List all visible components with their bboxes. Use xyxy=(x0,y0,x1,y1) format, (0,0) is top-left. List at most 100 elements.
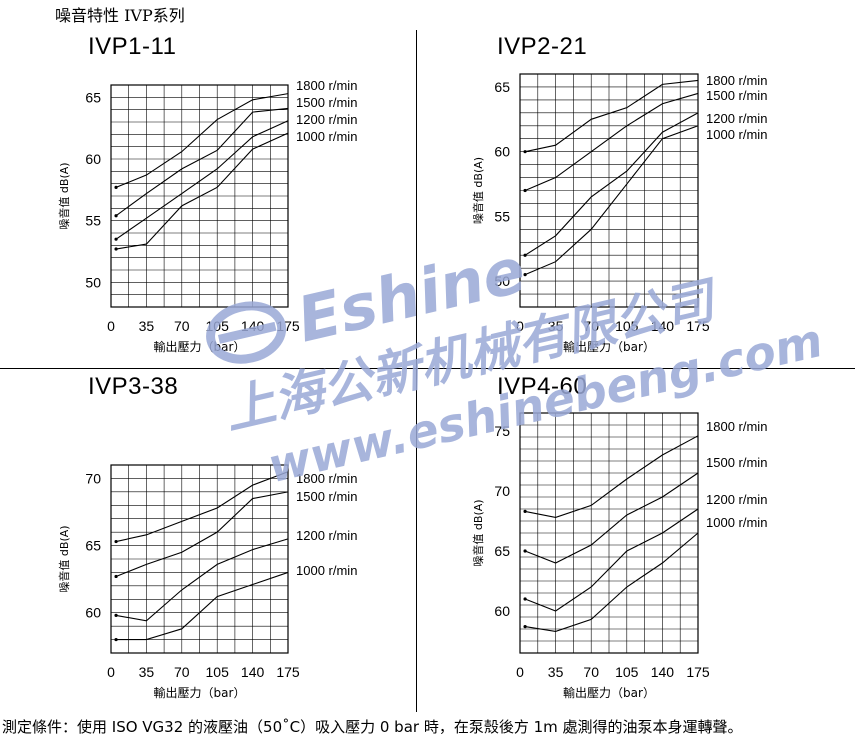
series-start-point xyxy=(523,509,527,513)
series-label: 1800 r/min xyxy=(706,419,767,434)
series-label: 1200 r/min xyxy=(706,492,767,507)
x-axis-label: 輸出壓力（bar） xyxy=(154,685,246,700)
series-label: 1200 r/min xyxy=(706,111,767,126)
y-tick-label: 55 xyxy=(85,213,101,229)
x-tick-label: 140 xyxy=(241,664,265,680)
y-tick-label: 70 xyxy=(494,483,510,499)
x-tick-label: 35 xyxy=(139,318,155,334)
series-line xyxy=(115,491,289,577)
series-label: 1500 r/min xyxy=(706,88,767,103)
y-axis-label: 噪音值 dB(A) xyxy=(471,499,485,566)
series-start-point xyxy=(114,247,118,251)
y-axis-label: 噪音值 dB(A) xyxy=(57,162,71,229)
x-tick-label: 70 xyxy=(583,318,599,334)
y-tick-label: 65 xyxy=(85,538,101,554)
series-line xyxy=(115,471,289,543)
x-tick-label: 70 xyxy=(583,664,599,680)
y-tick-label: 60 xyxy=(85,605,101,621)
series-label: 1800 r/min xyxy=(706,73,767,88)
x-tick-label: 35 xyxy=(548,318,564,334)
series-line xyxy=(115,107,289,217)
y-tick-label: 65 xyxy=(494,543,510,559)
page-title: 噪音特性 IVP系列 xyxy=(55,6,185,25)
x-tick-label: 175 xyxy=(276,664,300,680)
y-tick-label: 50 xyxy=(494,273,510,289)
series-line xyxy=(115,132,289,250)
x-tick-label: 175 xyxy=(686,664,710,680)
series-start-point xyxy=(523,273,527,277)
panel-divider-vertical xyxy=(416,30,417,712)
series-line xyxy=(524,435,699,518)
y-axis-label: 噪音值 dB(A) xyxy=(57,525,71,592)
series-start-point xyxy=(114,539,118,544)
series-start-point xyxy=(114,613,118,618)
series-line xyxy=(115,93,289,188)
chart-title-ivp1-11: IVP1-11 xyxy=(88,33,177,60)
series-line xyxy=(524,472,699,564)
plot-frame xyxy=(110,84,289,308)
y-axis-label: 噪音值 dB(A) xyxy=(471,157,485,224)
series-line xyxy=(524,79,699,153)
series-label: 1000 r/min xyxy=(706,127,767,142)
series-line xyxy=(115,538,289,622)
series-start-point xyxy=(523,253,527,257)
series-start-point xyxy=(114,637,118,642)
x-tick-label: 140 xyxy=(651,664,675,680)
series-label: 1000 r/min xyxy=(706,515,767,530)
grid xyxy=(520,413,698,653)
x-tick-label: 105 xyxy=(615,318,639,334)
grid xyxy=(520,74,698,307)
series-line xyxy=(524,92,699,192)
series-start-point xyxy=(114,237,118,241)
grid xyxy=(111,85,288,307)
x-tick-label: 35 xyxy=(139,664,155,680)
x-tick-label: 0 xyxy=(516,664,524,680)
x-tick-label: 35 xyxy=(548,664,564,680)
series-label: 1000 r/min xyxy=(296,129,357,144)
y-tick-label: 65 xyxy=(494,79,510,95)
series-start-point xyxy=(114,185,118,189)
y-tick-label: 60 xyxy=(494,603,510,619)
series-line xyxy=(524,125,699,276)
x-axis-label: 輸出壓力（bar） xyxy=(563,339,655,354)
x-tick-label: 175 xyxy=(686,318,710,334)
x-tick-label: 105 xyxy=(206,664,230,680)
series-line xyxy=(524,112,699,256)
plot-frame xyxy=(519,73,699,308)
plot-frame xyxy=(110,464,289,654)
x-tick-label: 0 xyxy=(516,318,524,334)
series-line xyxy=(524,508,699,612)
series-start-point xyxy=(523,150,527,154)
series-start-point xyxy=(523,625,527,629)
series-label: 1800 r/min xyxy=(296,471,357,486)
chart-title-ivp3-38: IVP3-38 xyxy=(88,373,179,400)
y-tick-label: 60 xyxy=(494,144,510,160)
panel-divider-horizontal xyxy=(0,368,855,369)
x-tick-label: 105 xyxy=(615,664,639,680)
y-tick-label: 55 xyxy=(494,208,510,224)
x-tick-label: 140 xyxy=(651,318,675,334)
x-tick-label: 0 xyxy=(107,664,115,680)
y-tick-label: 60 xyxy=(85,151,101,167)
series-label: 1200 r/min xyxy=(296,528,357,543)
y-tick-label: 50 xyxy=(85,274,101,290)
series-label: 1800 r/min xyxy=(296,78,357,93)
y-tick-label: 75 xyxy=(494,423,510,439)
series-line xyxy=(116,571,289,641)
series-start-point xyxy=(114,214,118,218)
y-tick-label: 65 xyxy=(85,89,101,105)
series-start-point xyxy=(114,574,118,579)
series-label: 1000 r/min xyxy=(296,563,357,578)
x-tick-label: 70 xyxy=(174,664,190,680)
y-tick-label: 70 xyxy=(85,470,101,486)
series-line xyxy=(115,120,289,240)
series-label: 1500 r/min xyxy=(706,455,767,470)
series-start-point xyxy=(523,188,527,193)
x-tick-label: 0 xyxy=(107,318,115,334)
series-label: 1500 r/min xyxy=(296,489,357,504)
chart-title-ivp4-60: IVP4-60 xyxy=(497,373,588,400)
